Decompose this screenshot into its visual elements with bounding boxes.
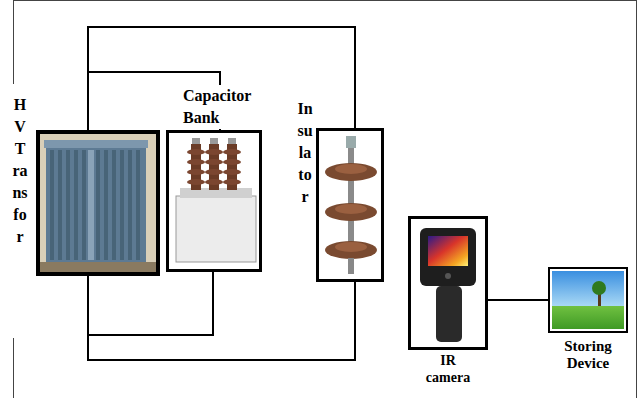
wire [88, 272, 213, 335]
capacitor-label: Capacitor Bank [181, 85, 265, 129]
insulator-box: Insulator [316, 128, 384, 282]
transformer-picture [40, 134, 156, 272]
ir-camera-box: IR camera [408, 216, 488, 350]
monitor-picture [552, 271, 624, 329]
insulator-label: Insulator [297, 98, 313, 208]
transformer-label: HV Transfor [12, 94, 28, 248]
capacitor-picture [176, 138, 256, 262]
capacitor-box: Capacitor Bank [166, 130, 262, 272]
storing-device-label: Storing Device [555, 338, 621, 372]
ir-camera-picture [420, 228, 476, 342]
outer-frame [13, 0, 637, 398]
wire [88, 276, 355, 360]
wire [88, 27, 355, 130]
storing-device-box: Storing Device [548, 267, 628, 333]
transformer-box: HV Transfor [36, 130, 160, 276]
ir-camera-label: IR camera [418, 352, 478, 386]
insulator-picture [325, 136, 377, 274]
wire [488, 299, 548, 301]
